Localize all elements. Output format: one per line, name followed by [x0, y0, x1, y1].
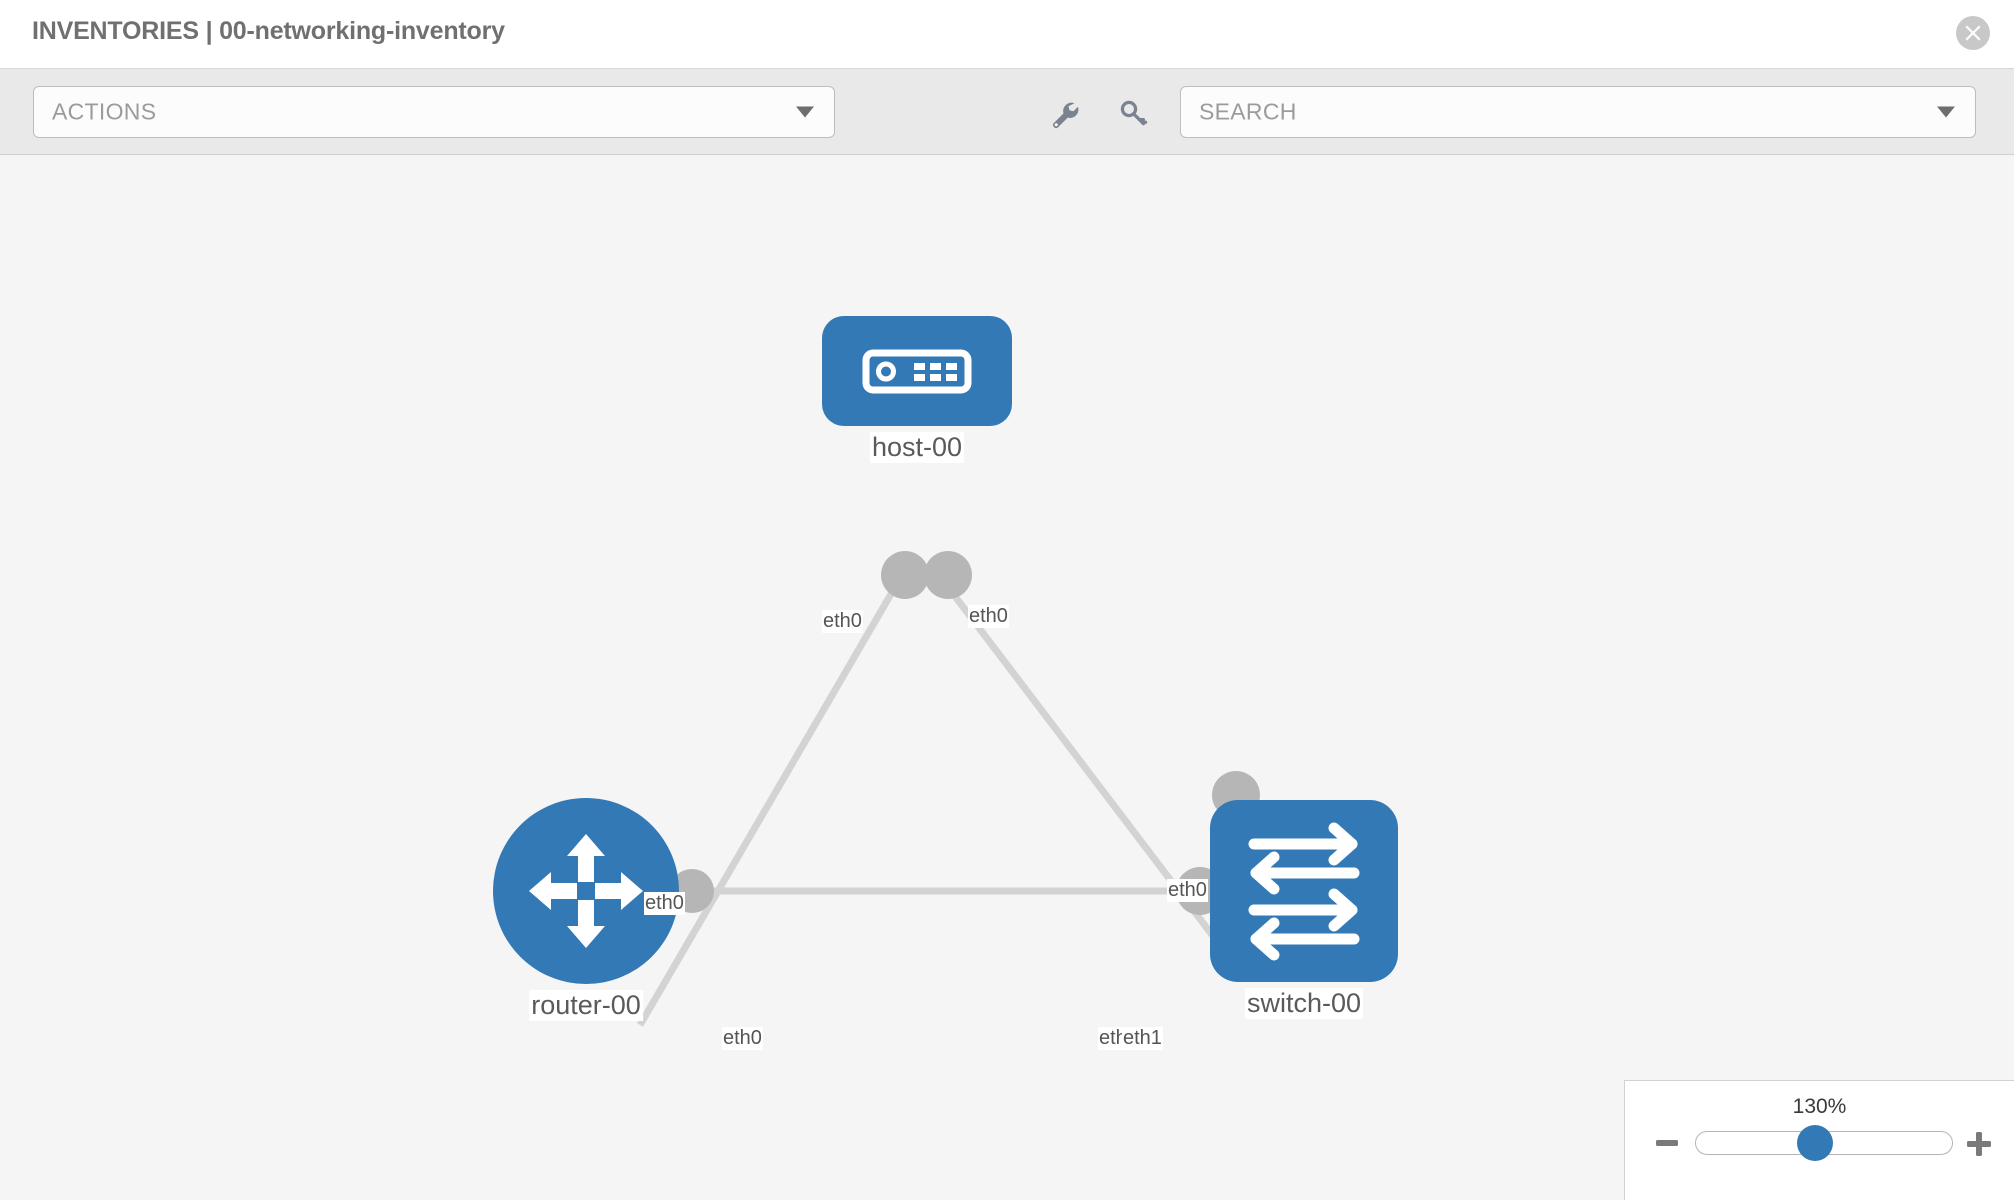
- minus-icon: [1656, 1140, 1678, 1146]
- edge-label-switch-left-b: eth1: [1122, 1027, 1163, 1050]
- edge-label-host-left: eth0: [822, 610, 863, 633]
- edge-host-router: [636, 568, 909, 1027]
- page-header: INVENTORIES | 00-networking-inventory: [0, 0, 2014, 69]
- key-button[interactable]: [1116, 97, 1150, 131]
- topology-canvas[interactable]: host-00 router-00: [0, 155, 2014, 1200]
- node-router-00[interactable]: router-00: [493, 798, 679, 1021]
- node-label-host-00: host-00: [869, 432, 965, 463]
- endpoint-host-right: [924, 551, 972, 599]
- toolbar: ACTIONS SEARCH: [0, 69, 2014, 155]
- host-node-shape[interactable]: [822, 316, 1012, 426]
- zoom-in-button[interactable]: [1964, 1129, 1994, 1164]
- node-switch-00[interactable]: switch-00: [1210, 800, 1398, 1019]
- server-icon: [862, 349, 972, 394]
- page-title: INVENTORIES | 00-networking-inventory: [32, 17, 505, 45]
- close-icon: [1965, 25, 1981, 41]
- router-icon: [529, 834, 643, 948]
- switch-icon: [1248, 822, 1360, 961]
- key-icon: [1120, 100, 1148, 126]
- topology-edges: [636, 551, 1260, 1027]
- node-label-switch-00: switch-00: [1244, 988, 1364, 1019]
- edge-label-host-right: eth0: [968, 605, 1009, 628]
- edge-label-switch-up: eth0: [1167, 879, 1208, 902]
- endpoint-host-left: [881, 551, 929, 599]
- switch-node-shape[interactable]: [1210, 800, 1398, 982]
- wrench-button[interactable]: [1047, 97, 1081, 131]
- wrench-icon: [1052, 102, 1079, 129]
- search-dropdown[interactable]: SEARCH: [1180, 86, 1976, 138]
- zoom-slider-thumb[interactable]: [1797, 1125, 1833, 1161]
- search-input-placeholder: SEARCH: [1199, 98, 1297, 125]
- edge-label-switch-left-a: eth: [1098, 1027, 1128, 1050]
- edge-label-router-right: eth0: [722, 1027, 763, 1050]
- zoom-out-button[interactable]: [1653, 1129, 1681, 1162]
- close-button[interactable]: [1956, 16, 1990, 50]
- node-label-router-00: router-00: [529, 990, 643, 1021]
- node-host-00[interactable]: host-00: [822, 316, 1012, 463]
- zoom-control[interactable]: 130%: [1624, 1080, 2014, 1200]
- chevron-down-icon: [796, 106, 814, 118]
- zoom-level-label: 130%: [1792, 1095, 1847, 1118]
- chevron-down-icon: [1937, 106, 1955, 118]
- actions-dropdown-value: ACTIONS: [52, 98, 157, 125]
- plus-icon: [1967, 1132, 1991, 1156]
- edge-label-router-up: eth0: [644, 892, 685, 915]
- actions-dropdown[interactable]: ACTIONS: [33, 86, 835, 138]
- router-node-shape[interactable]: [493, 798, 679, 984]
